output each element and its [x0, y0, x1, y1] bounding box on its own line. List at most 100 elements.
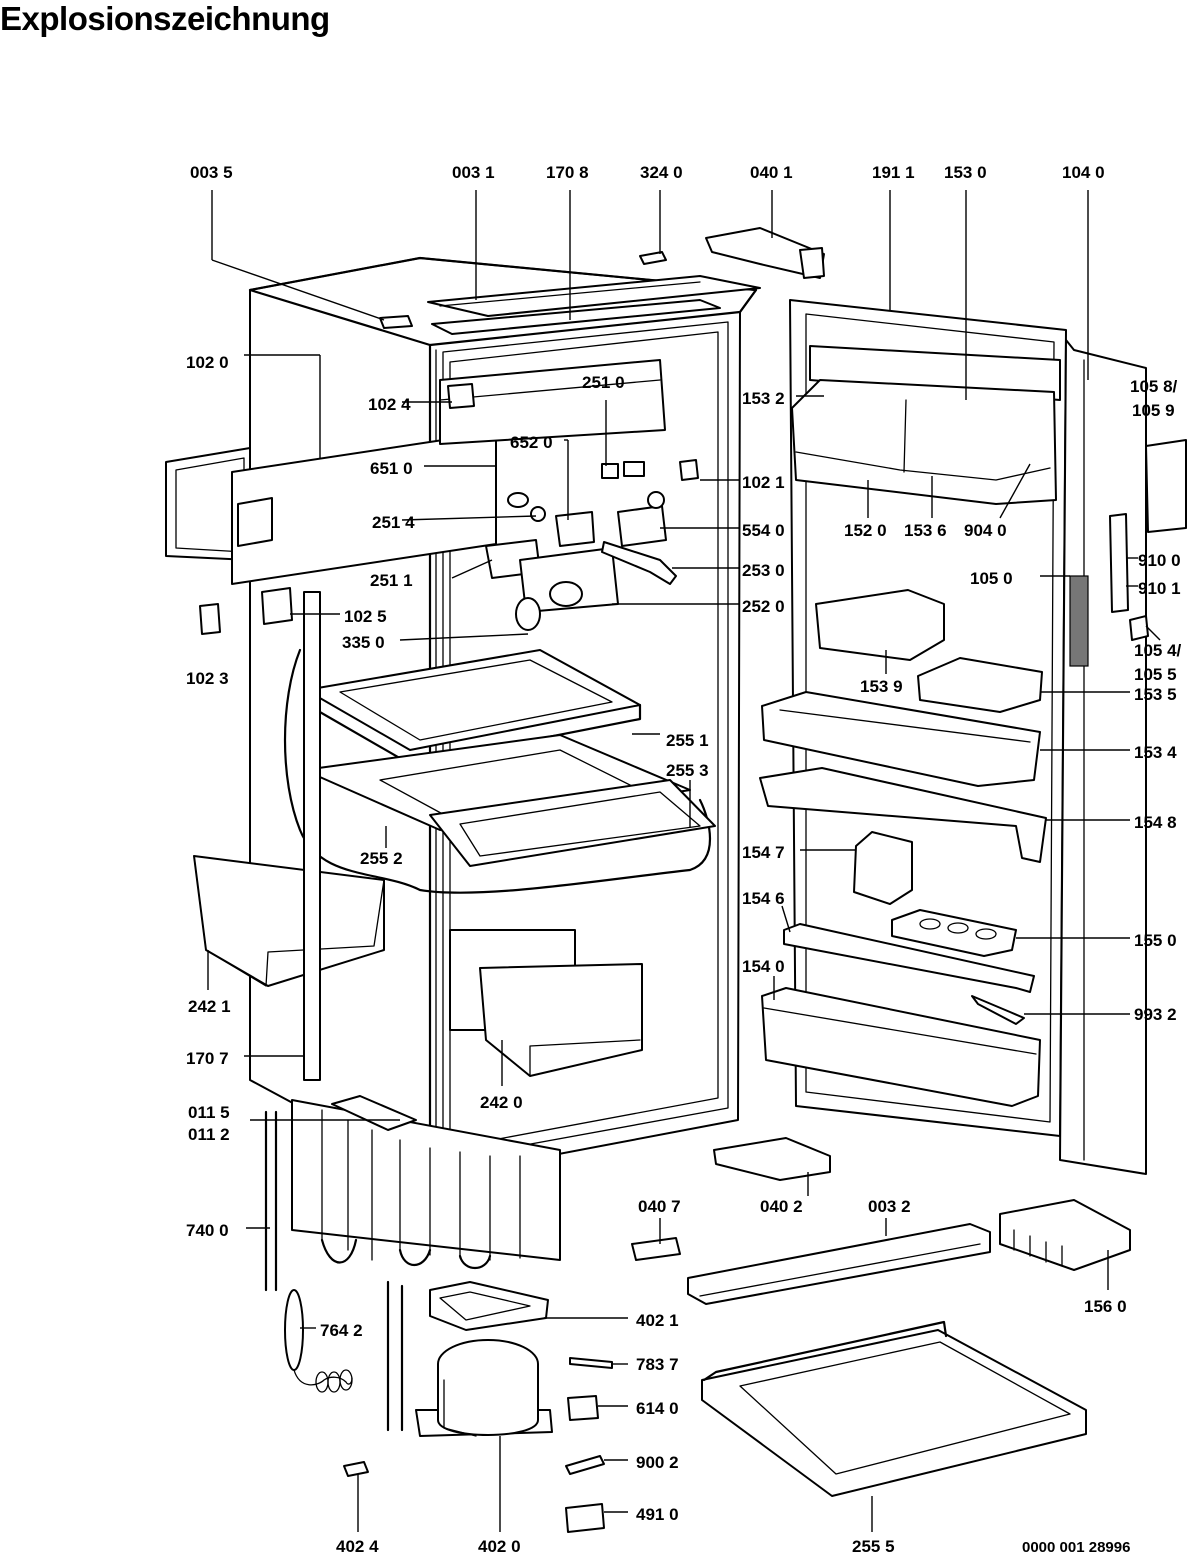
- label-251-1: 251 1: [370, 571, 413, 590]
- label-402-4: 402 4: [336, 1537, 379, 1556]
- part-2510b: [623, 461, 645, 477]
- label-156-0: 156 0: [1084, 1297, 1127, 1316]
- label-105-0: 105 0: [970, 569, 1013, 588]
- label-402-1: 402 1: [636, 1311, 679, 1330]
- drawer-2421: [193, 855, 385, 987]
- label-040-1: 040 1: [750, 163, 793, 182]
- label-251-0: 251 0: [582, 373, 625, 392]
- label-251-4: 251 4: [372, 513, 415, 532]
- label-910-1: 910 1: [1138, 579, 1181, 598]
- label-102-0: 102 0: [186, 353, 229, 372]
- label-900-2: 900 2: [636, 1453, 679, 1472]
- part-1054: [1129, 615, 1149, 641]
- label-764-2: 764 2: [320, 1321, 363, 1340]
- label-910-0: 910 0: [1138, 551, 1181, 570]
- bin-1540: [761, 987, 1041, 1107]
- part-4024: [343, 1461, 369, 1477]
- shelf-1534: [761, 691, 1041, 787]
- label-102-5: 102 5: [344, 607, 387, 626]
- label-904-0: 904 0: [964, 521, 1007, 540]
- label-040-7: 040 7: [638, 1197, 681, 1216]
- label-170-7: 170 7: [186, 1049, 229, 1068]
- label-040-2: 040 2: [760, 1197, 803, 1216]
- label-153-9: 153 9: [860, 677, 903, 696]
- part-1021: [679, 459, 699, 481]
- label-102-1: 102 1: [742, 473, 785, 492]
- part-1058: [1145, 439, 1187, 533]
- part-9002: [565, 1455, 605, 1475]
- label-153-2: 153 2: [742, 389, 785, 408]
- label-402-0: 402 0: [478, 1537, 521, 1556]
- label-104-0: 104 0: [1062, 163, 1105, 182]
- freezer-tray: [439, 359, 666, 445]
- label-993-2: 993 2: [1134, 1005, 1177, 1024]
- label-154-0: 154 0: [742, 957, 785, 976]
- clip-0035: [379, 315, 413, 329]
- part-4910: [565, 1503, 605, 1533]
- label-335-0: 335 0: [342, 633, 385, 652]
- label-153-4: 153 4: [1134, 743, 1177, 762]
- label-153-5: 153 5: [1134, 685, 1177, 704]
- label-011-5: 011 5: [188, 1103, 230, 1122]
- rail-1546: [783, 923, 1035, 993]
- glass-shelf-2555: [701, 1320, 1087, 1497]
- part-6510: [507, 492, 529, 508]
- hinge-0401: [705, 227, 825, 279]
- base-strip-0032: [687, 1223, 991, 1305]
- label-255-5: 255 5: [852, 1537, 895, 1556]
- box-1535: [917, 657, 1043, 713]
- label-255-2: 255 2: [360, 849, 403, 868]
- label-003-1: 003 1: [452, 163, 495, 182]
- ice-tray-1560: [999, 1199, 1131, 1271]
- label-102-4: 102 4: [368, 395, 411, 414]
- label-105-5: 105 5: [1134, 665, 1177, 684]
- cutaway-line: [283, 648, 712, 894]
- part-7837: [569, 1357, 613, 1369]
- label-102-3: 102 3: [186, 669, 229, 688]
- drawer-2420: [449, 929, 643, 1077]
- label-155-0: 155 0: [1134, 931, 1177, 950]
- label-324-0: 324 0: [640, 163, 683, 182]
- capillary-7642: [284, 1289, 353, 1393]
- label-154-8: 154 8: [1134, 813, 1177, 832]
- label-783-7: 783 7: [636, 1355, 679, 1374]
- part-1023: [199, 603, 221, 635]
- leader-lines: [207, 190, 1161, 1532]
- part-1025: [261, 587, 293, 625]
- label-170-8: 170 8: [546, 163, 589, 182]
- part-3350: [515, 597, 541, 631]
- label-153-0: 153 0: [944, 163, 987, 182]
- part-0407: [631, 1237, 681, 1261]
- label-191-1: 191 1: [872, 163, 915, 182]
- label-154-6: 154 6: [742, 889, 785, 908]
- label-153-6: 153 6: [904, 521, 947, 540]
- egg-tray-1550: [891, 909, 1017, 957]
- label-242-0: 242 0: [480, 1093, 523, 1112]
- label-652-0: 652 0: [510, 433, 553, 452]
- page-title: Explosionszeichnung: [0, 0, 330, 37]
- label-740-0: 740 0: [186, 1221, 229, 1240]
- part-6140: [567, 1395, 599, 1421]
- holder-1547: [853, 831, 913, 905]
- label-003-5: 003 5: [190, 163, 233, 182]
- condenser-7400: [264, 1099, 561, 1292]
- label-491-0: 491 0: [636, 1505, 679, 1524]
- bracket-4021: [429, 1281, 549, 1331]
- document-number: 0000 001 28996: [1022, 1539, 1131, 1556]
- label-614-0: 614 0: [636, 1399, 679, 1418]
- part-9100: [1109, 513, 1129, 613]
- label-011-2: 011 2: [188, 1125, 230, 1144]
- label-154-7: 154 7: [742, 843, 785, 862]
- label-003-2: 003 2: [868, 1197, 911, 1216]
- label-105-9: 105 9: [1132, 401, 1175, 420]
- box-1539: [815, 589, 945, 661]
- gasket-1050: [1069, 575, 1089, 667]
- label-255-1: 255 1: [666, 731, 709, 750]
- hinge-0402: [713, 1137, 831, 1181]
- label-554-0: 554 0: [742, 521, 785, 540]
- rail-1548: [759, 767, 1047, 863]
- bracket-1707: [303, 591, 321, 1081]
- label-252-0: 252 0: [742, 597, 785, 616]
- part-2510a: [601, 463, 619, 479]
- label-242-1: 242 1: [188, 997, 231, 1016]
